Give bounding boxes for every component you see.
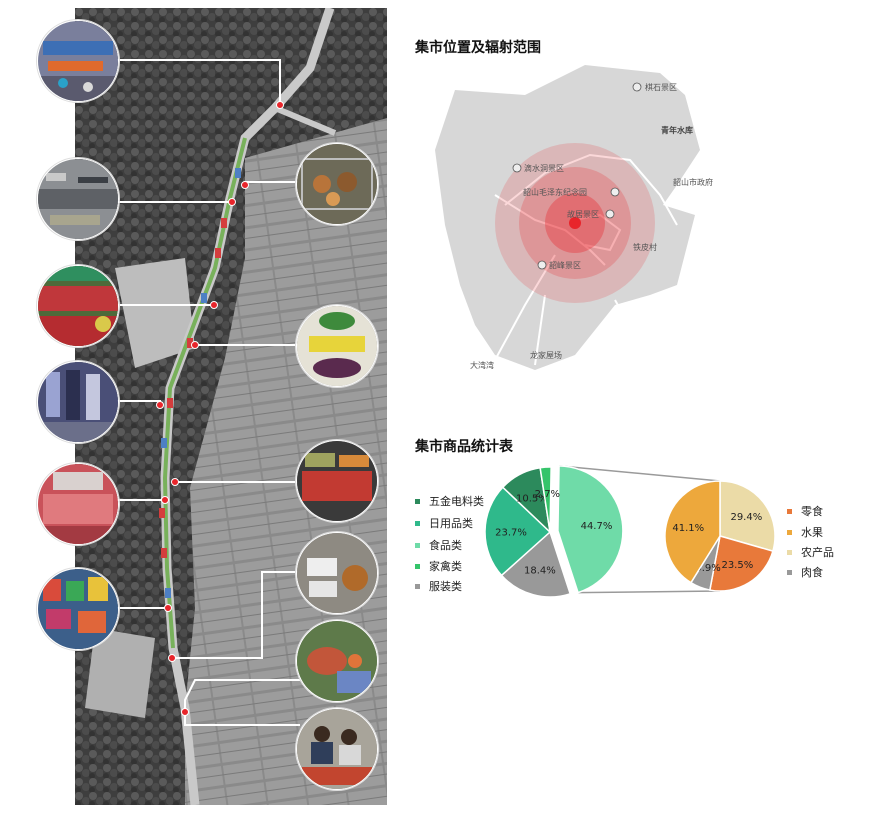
legend-swatch: [787, 508, 792, 514]
photo-cooked-food: [296, 620, 378, 702]
pie1-slice-4: [500, 530, 572, 598]
pie2-slice-1: [664, 480, 721, 584]
pie2-value-label-2: 29.4%: [730, 512, 762, 523]
place-marker-7: 韶峰景区: [537, 260, 581, 270]
legend-swatch: [415, 583, 420, 589]
photo-market-vendors: [296, 708, 378, 790]
market-location-marker: [569, 217, 581, 229]
legend-swatch: [787, 569, 792, 575]
place-marker-6: 铁皮村: [633, 242, 657, 252]
place-marker-5: 故居景区: [567, 209, 615, 219]
svg-text:青年水库: 青年水库: [661, 125, 693, 135]
pie2-value-label-3: 5.9%: [695, 563, 720, 574]
photo-fruit-stall: [37, 265, 119, 347]
photo-hardware-stall: [37, 20, 119, 102]
photo-meat-stall: [37, 463, 119, 545]
stats-title: 集市商品统计表: [415, 439, 513, 455]
photo-poultry-cages: [296, 143, 378, 225]
pie1-value-label-2: 44.7%: [581, 521, 613, 532]
svg-text:韶山市政府: 韶山市政府: [673, 177, 713, 187]
svg-text:韶峰景区: 韶峰景区: [549, 260, 581, 270]
pie-charts: 44.7% 18.4% 23.7% 10.5%2.7% 29.4% 23.5%5.9% 4…: [484, 465, 776, 598]
place-marker-4: 韶山毛泽东纪念园: [523, 187, 620, 197]
legend1-item-4: 服装类: [415, 578, 462, 594]
pie1-value-label-1: 23.7%: [495, 527, 527, 538]
svg-text:龙家屋场: 龙家屋场: [530, 350, 562, 360]
place-marker-3: 滴水洞景区: [512, 163, 564, 173]
map-title: 集市位置及辐射范围: [415, 40, 541, 56]
legend-swatch: [415, 542, 420, 548]
photo-clothing-stall: [37, 361, 119, 443]
legend-swatch: [787, 549, 792, 555]
pie1-value-label-4: 18.4%: [524, 566, 556, 577]
svg-text:韶山毛泽东纪念园: 韶山毛泽东纪念园: [523, 187, 587, 197]
location-map: 棋石景区 青年水库 韶山市政府 滴水洞景区 韶山毛泽东纪念园 故居景区 铁皮村 …: [435, 65, 713, 370]
place-marker-8: 龙家屋场: [530, 350, 562, 360]
svg-text:滴水洞景区: 滴水洞景区: [524, 163, 564, 173]
place-marker-1: 青年水库: [661, 125, 693, 135]
pie-chart-food-breakdown: 29.4% 23.5%5.9% 41.1%: [664, 480, 776, 592]
legend1-item-2: 食品类: [415, 537, 462, 553]
photo-produce-stall: [296, 440, 378, 522]
legend-swatch: [415, 498, 420, 504]
legend1-item-3: 家禽类: [415, 558, 462, 574]
pie1-slice-3: [539, 466, 552, 533]
pie2-value-label-0: 23.5%: [721, 560, 753, 571]
legend2-item-2: 农产品: [787, 544, 834, 560]
place-marker-9: 大湾湾: [470, 360, 494, 370]
legend1-item-1: 日用品类: [415, 515, 473, 531]
photo-snack-stall: [37, 568, 119, 650]
pie1-slice-1: [484, 486, 552, 577]
photo-food-containers: [296, 532, 378, 614]
map-region: [435, 65, 700, 370]
pie-connector-top: [558, 465, 721, 482]
svg-text:故居景区: 故居景区: [567, 209, 599, 219]
pie1-slice-2: [557, 465, 624, 594]
legend-swatch: [415, 563, 420, 569]
place-marker-0: 棋石景区: [632, 82, 677, 92]
svg-text:铁皮村: 铁皮村: [633, 242, 657, 252]
svg-text:大湾湾: 大湾湾: [470, 360, 494, 370]
legend2-item-3: 肉食: [787, 564, 823, 580]
legend2-item-1: 水果: [787, 524, 823, 540]
photo-fruit-display: [296, 305, 378, 387]
svg-text:棋石景区: 棋石景区: [645, 82, 677, 92]
pie-connector-bottom: [578, 590, 721, 594]
photo-tools-stall: [37, 158, 119, 240]
pie2-value-label-1: 41.1%: [672, 523, 704, 534]
pie1-value-label-0: 10.5%: [516, 493, 548, 504]
legend-swatch: [787, 529, 792, 535]
legend1-item-0: 五金电料类: [415, 493, 484, 509]
pie-chart-categories: 44.7% 18.4% 23.7% 10.5%2.7%: [484, 465, 624, 598]
pie1-value-label-3: 2.7%: [535, 489, 560, 500]
legend-swatch: [415, 520, 420, 526]
pie2-slice-2: [719, 480, 776, 553]
place-marker-2: 韶山市政府: [673, 177, 713, 187]
legend2-item-0: 零食: [787, 503, 823, 519]
pie2-slice-0: [708, 535, 774, 592]
